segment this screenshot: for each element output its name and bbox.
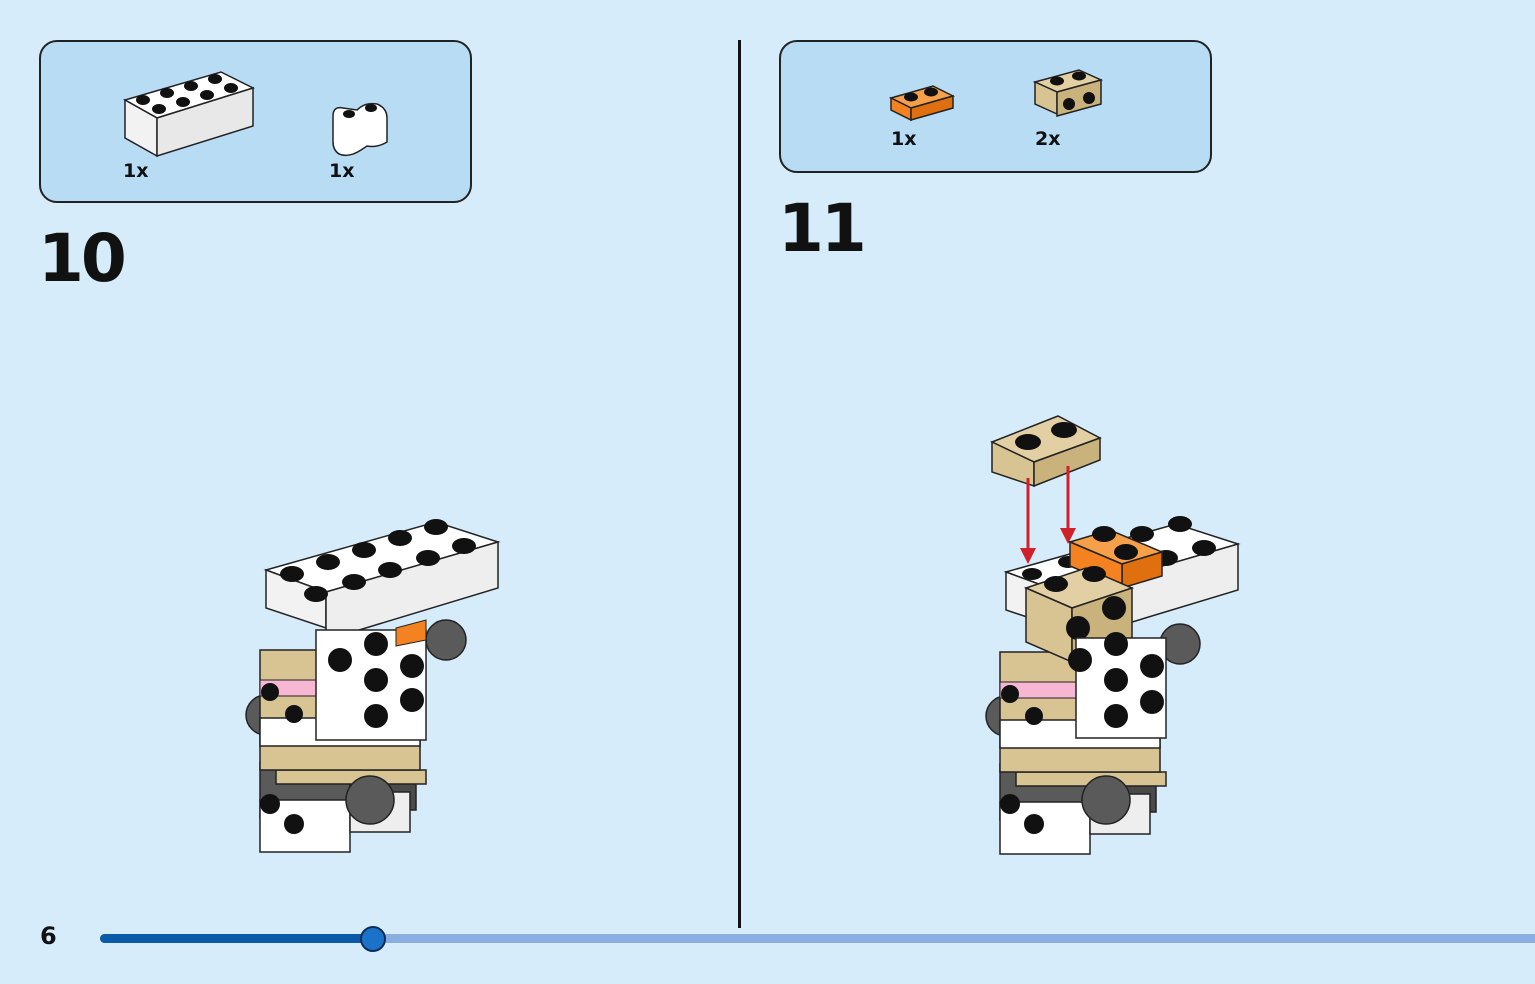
- gray-nose: [345, 775, 395, 825]
- orange-plate-placed: [1067, 526, 1165, 590]
- gray-round-ear: [425, 619, 467, 661]
- part-qty: 2x: [1035, 128, 1061, 150]
- step-number: 11: [778, 190, 867, 267]
- tan-bracket-1x2-icon: [1032, 69, 1104, 117]
- step-number: 10: [38, 220, 127, 297]
- progress-indicator[interactable]: [360, 926, 386, 952]
- step-10-model: [245, 519, 501, 853]
- progress-fill: [100, 934, 373, 943]
- progress-bar: [100, 926, 1535, 952]
- orange-plate-1x2-icon: [888, 85, 956, 122]
- page-number: 6: [40, 922, 57, 950]
- part-qty: 1x: [123, 160, 149, 182]
- part-qty: 1x: [891, 128, 917, 150]
- part-qty: 1x: [329, 160, 355, 182]
- parts-callout-step-10: 1x 1x: [39, 40, 472, 203]
- floating-tan-bracket: [990, 415, 1102, 488]
- page-divider: [738, 40, 741, 928]
- red-arrows: [1020, 466, 1076, 564]
- white-brick-2x4-icon: [123, 71, 255, 158]
- parts-callout-step-11: 1x 2x: [779, 40, 1212, 173]
- step-11-model: [985, 415, 1241, 855]
- white-curved-brick-icon: [332, 102, 388, 157]
